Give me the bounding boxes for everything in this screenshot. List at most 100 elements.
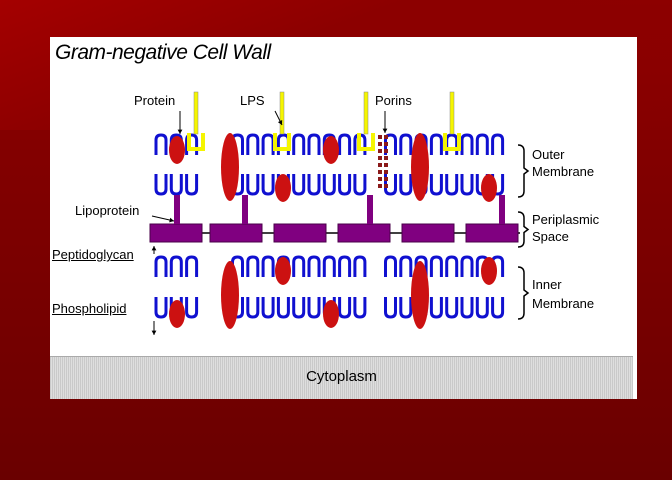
phospholipid-head — [384, 255, 397, 277]
phospholipid-head — [307, 297, 321, 319]
lps-core — [273, 133, 291, 151]
porin-dot — [384, 184, 388, 188]
phospholipid-head — [338, 174, 352, 196]
phospholipid-head — [399, 255, 413, 277]
phospholipid-head — [261, 174, 275, 196]
phospholipid-head — [307, 133, 321, 155]
porin-channel — [378, 135, 388, 188]
porin-dot — [378, 135, 382, 139]
porin-dot — [378, 163, 382, 167]
label-inner-membrane-1: Inner — [532, 277, 562, 292]
lps-chain — [279, 91, 285, 135]
phospholipid-head — [445, 297, 459, 319]
phospholipid-head — [399, 133, 413, 155]
phospholipid-head — [491, 133, 505, 155]
phospholipid-head — [246, 297, 260, 319]
phospholipid-head — [185, 133, 199, 155]
phospholipid-head — [322, 255, 336, 277]
lipoprotein-stem — [367, 195, 373, 224]
region-brace — [517, 144, 530, 198]
label-cytoplasm: Cytoplasm — [306, 368, 377, 385]
inner-membrane-top-leaflet — [154, 255, 505, 277]
phospholipid-head — [429, 174, 443, 196]
arrow-head — [169, 217, 174, 223]
porin-dot — [378, 177, 382, 181]
phospholipid-head — [231, 255, 244, 277]
phospholipid-head — [338, 255, 352, 277]
membrane-protein — [323, 136, 339, 164]
membrane-proteins — [169, 133, 497, 329]
phospholipid-head — [414, 255, 428, 277]
peptidoglycan-block — [149, 223, 203, 243]
phospholipid-head — [338, 133, 352, 155]
phospholipid-head — [445, 255, 459, 277]
phospholipid-head — [169, 255, 183, 277]
phospholipid-head — [261, 255, 275, 277]
phospholipid-head — [292, 255, 306, 277]
porin-dot — [384, 177, 388, 181]
phospholipid-head — [460, 255, 474, 277]
lps-chain — [363, 91, 369, 135]
membrane-protein — [221, 133, 239, 201]
phospholipid-head — [338, 297, 352, 319]
phospholipid-head — [475, 297, 489, 319]
phospholipid-head — [154, 297, 168, 319]
peptidoglycan-layer — [149, 195, 520, 243]
membrane-protein — [323, 300, 339, 328]
cytoplasm-bar: Cytoplasm — [50, 356, 633, 399]
outer-membrane-top-leaflet — [154, 133, 505, 155]
membrane-protein — [169, 300, 185, 328]
lps-core — [357, 133, 375, 151]
phospholipid-head — [292, 174, 306, 196]
cell-wall-diagram — [149, 91, 530, 335]
phospholipid-head — [185, 297, 199, 319]
phospholipid-head — [154, 255, 168, 277]
membrane-protein — [275, 174, 291, 202]
phospholipid-head — [246, 255, 260, 277]
phospholipid-head — [154, 133, 168, 155]
porin-dot — [384, 142, 388, 146]
lps-core — [187, 133, 205, 151]
label-outer-membrane-1: Outer — [532, 147, 565, 162]
phospholipid-head — [246, 133, 260, 155]
phospholipid-head — [399, 174, 413, 196]
membrane-protein — [411, 261, 429, 329]
phospholipid-head — [445, 133, 459, 155]
peptidoglycan-block — [465, 223, 519, 243]
phospholipid-head — [154, 174, 168, 196]
porin-dot — [384, 170, 388, 174]
phospholipid-head — [429, 297, 443, 319]
arrow-head — [277, 120, 283, 125]
phospholipid-head — [292, 133, 306, 155]
phospholipid-head — [384, 174, 397, 196]
phospholipid-head — [307, 255, 321, 277]
phospholipid-head — [307, 174, 321, 196]
porin-dot — [378, 149, 382, 153]
label-periplasmic-2: Space — [532, 229, 569, 244]
phospholipid-head — [399, 297, 413, 319]
membrane-protein — [275, 257, 291, 285]
diagram-panel: Gram-negative Cell Wall Protein LPS Pori… — [50, 37, 637, 399]
phospholipid-head — [169, 174, 183, 196]
phospholipid-head — [261, 297, 275, 319]
phospholipid-head — [475, 133, 489, 155]
phospholipid-head — [353, 174, 367, 196]
porin-dot — [378, 184, 382, 188]
phospholipid-head — [353, 255, 367, 277]
label-phospholipid: Phospholipid — [52, 301, 127, 316]
lipoprotein-stem — [499, 195, 505, 224]
porin-dot — [378, 170, 382, 174]
porin-dot — [378, 142, 382, 146]
arrow-head — [151, 330, 157, 335]
phospholipid-head — [460, 297, 474, 319]
phospholipid-head — [353, 297, 367, 319]
lps-core — [443, 133, 461, 151]
region-braces — [517, 144, 530, 320]
phospholipid-head — [276, 297, 290, 319]
membrane-protein — [411, 133, 429, 201]
arrow-head — [382, 128, 388, 133]
phospholipid-head — [429, 133, 443, 155]
label-arrows — [151, 110, 388, 335]
peptidoglycan-block — [273, 223, 327, 243]
label-lipoprotein: Lipoprotein — [75, 203, 140, 218]
